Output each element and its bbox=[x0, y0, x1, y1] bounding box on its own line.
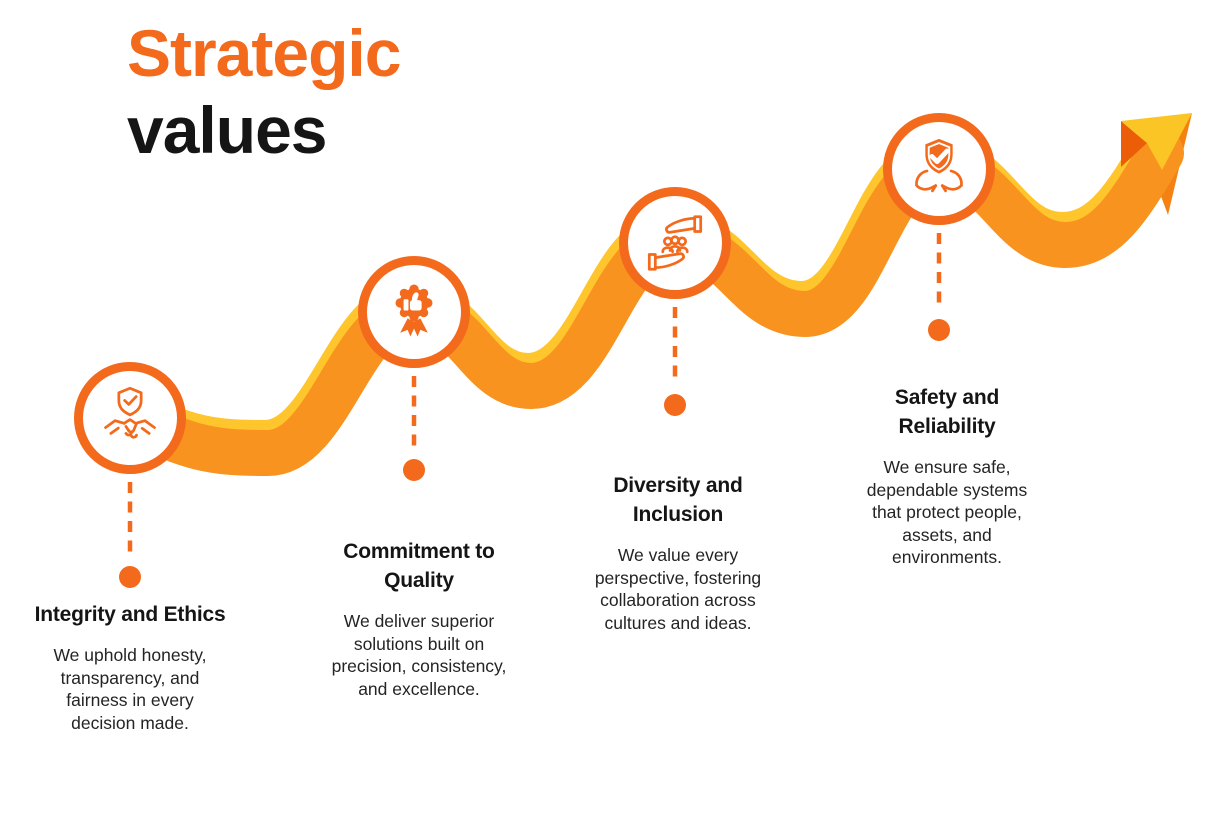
connector-dot bbox=[664, 394, 686, 416]
page-title: Strategic values bbox=[127, 12, 401, 167]
card-title: Integrity and Ethics bbox=[34, 603, 226, 626]
card-description: We uphold honesty, transparency, and fai… bbox=[53, 645, 207, 733]
connector-integrity bbox=[119, 482, 141, 588]
award-thumbs-up-icon bbox=[395, 284, 433, 337]
title-accent-line: Strategic bbox=[127, 16, 401, 90]
connector-safety bbox=[928, 233, 950, 341]
growth-arrow-face bbox=[1121, 113, 1192, 170]
card-title: Safety and Reliability bbox=[894, 386, 1000, 438]
card-integrity: Integrity and Ethics We uphold honesty, … bbox=[33, 600, 227, 734]
growth-arrow-facet bbox=[1121, 121, 1147, 167]
shield-handshake-icon bbox=[104, 386, 156, 439]
milestone-integrity bbox=[74, 362, 186, 474]
hands-people-icon bbox=[647, 215, 703, 271]
connector-quality bbox=[403, 376, 425, 481]
milestone-quality bbox=[358, 256, 470, 368]
shield-hands-icon bbox=[915, 138, 963, 193]
milestone-safety bbox=[883, 113, 995, 225]
title-dark-line: values bbox=[127, 93, 327, 167]
card-title: Commitment to Quality bbox=[343, 540, 495, 592]
connector-dot bbox=[119, 566, 141, 588]
card-description: We deliver superior solutions built on p… bbox=[331, 611, 507, 699]
card-title: Diversity and Inclusion bbox=[613, 474, 743, 526]
connector-diversity bbox=[664, 307, 686, 416]
card-description: We ensure safe, dependable systems that … bbox=[866, 457, 1028, 567]
card-description: We value every perspective, fostering co… bbox=[594, 545, 762, 633]
connector-dot bbox=[403, 459, 425, 481]
connector-dot bbox=[928, 319, 950, 341]
card-diversity: Diversity and Inclusion We value every p… bbox=[577, 471, 779, 634]
milestone-diversity bbox=[619, 187, 731, 299]
card-quality: Commitment to Quality We deliver superio… bbox=[319, 537, 519, 700]
card-safety: Safety and Reliability We ensure safe, d… bbox=[851, 383, 1043, 569]
